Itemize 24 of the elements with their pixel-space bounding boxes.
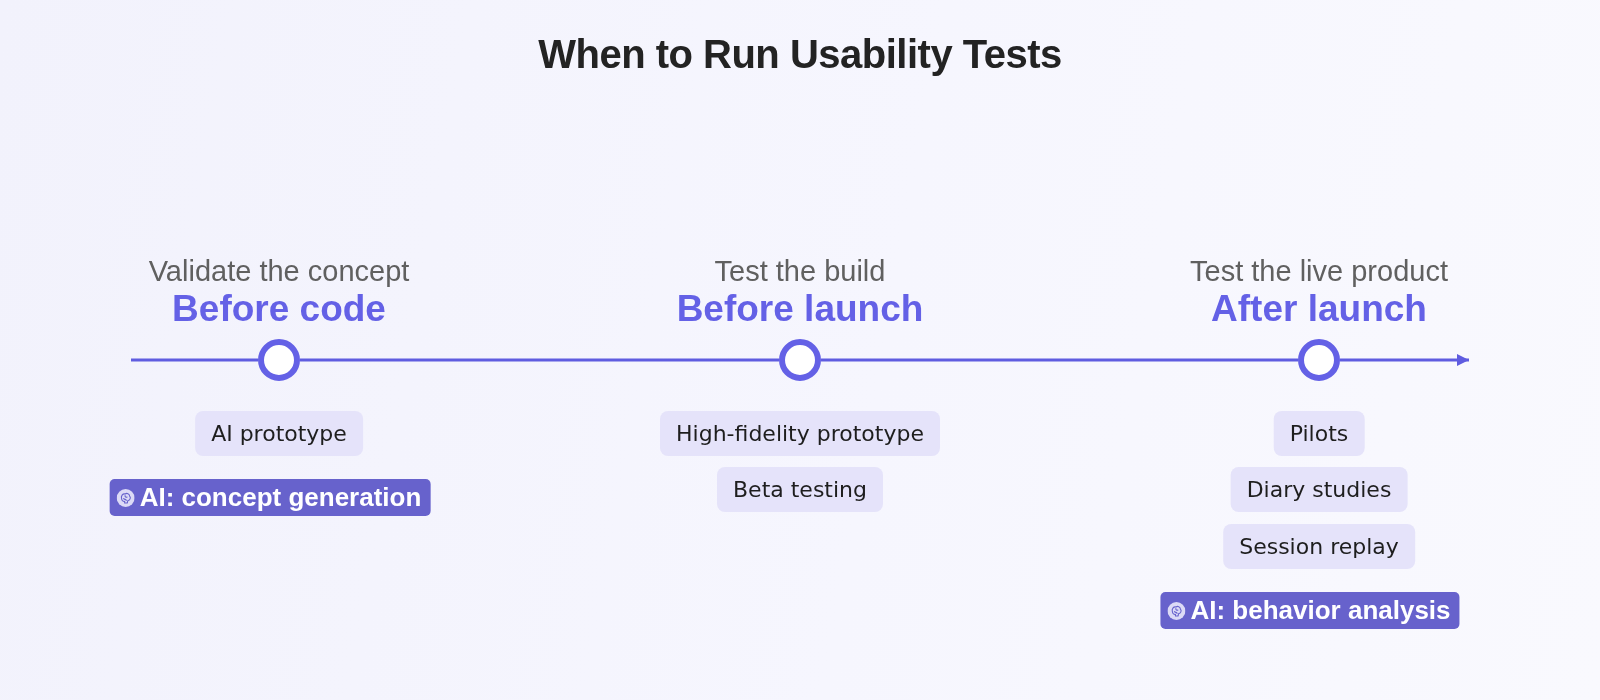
method-tag: Pilots (1273, 411, 1365, 456)
milestone-circle (258, 339, 300, 381)
timeline-line (300, 358, 779, 362)
milestone-circle (1298, 339, 1340, 381)
ai-method-tag (109, 479, 431, 516)
phase-heading: Before code (172, 288, 386, 330)
timeline-line (131, 358, 258, 362)
phase-subtitle: Test the build (714, 254, 886, 288)
milestone-circle (779, 339, 821, 381)
method-tag: Session replay (1223, 524, 1415, 569)
phase-subtitle: Test the live product (1190, 254, 1448, 288)
phase-subtitle: Validate the concept (148, 254, 410, 288)
method-tag: High-fidelity prototype (660, 411, 940, 456)
tag-label: AI: behavior analysis (1190, 594, 1451, 627)
method-tag: Beta testing (717, 467, 883, 512)
tag-label: AI: concept generation (139, 481, 422, 514)
phase-heading: After launch (1211, 288, 1427, 330)
title: When to Run Usability Tests (538, 31, 1062, 78)
arrow (1340, 354, 1469, 366)
phase-heading: Before launch (676, 288, 924, 330)
ai-method-tag (1160, 592, 1460, 629)
timeline-line (821, 358, 1298, 362)
method-tag: AI prototype (195, 411, 363, 456)
method-tag: Diary studies (1230, 467, 1408, 512)
